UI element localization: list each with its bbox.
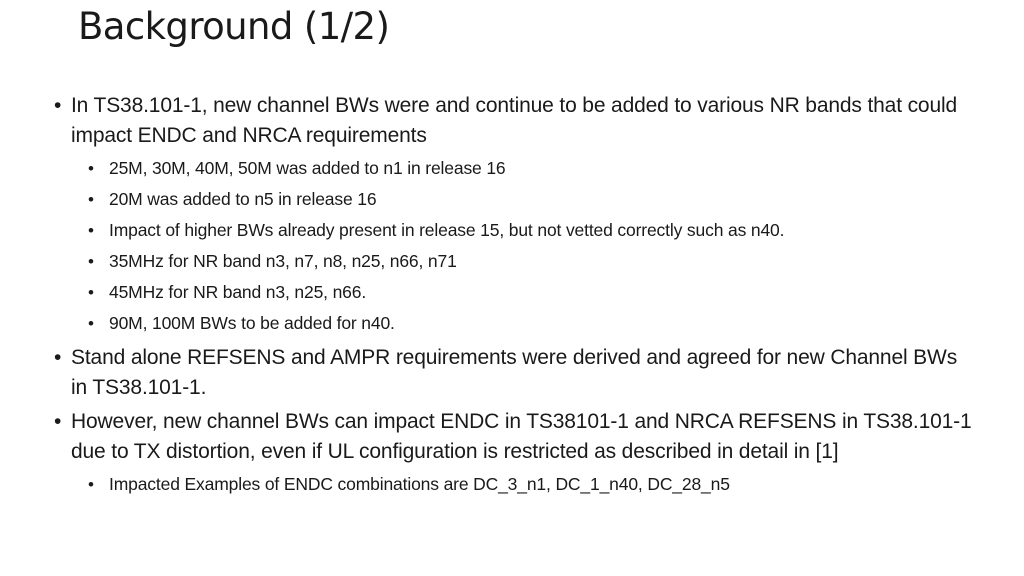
- sub-bullet-list: 25M, 30M, 40M, 50M was added to n1 in re…: [71, 153, 974, 339]
- bullet-item: However, new channel BWs can impact ENDC…: [54, 407, 974, 500]
- bullet-list: In TS38.101-1, new channel BWs were and …: [54, 91, 974, 500]
- bullet-text: Stand alone REFSENS and AMPR requirement…: [71, 346, 958, 399]
- bullet-item: In TS38.101-1, new channel BWs were and …: [54, 91, 974, 339]
- bullet-text: However, new channel BWs can impact ENDC…: [71, 410, 972, 463]
- slide-body: In TS38.101-1, new channel BWs were and …: [54, 91, 974, 504]
- sub-bullet-item: 35MHz for NR band n3, n7, n8, n25, n66, …: [88, 246, 974, 277]
- sub-bullet-item: 20M was added to n5 in release 16: [88, 184, 974, 215]
- sub-bullet-item: Impacted Examples of ENDC combinations a…: [88, 469, 974, 500]
- bullet-item: Stand alone REFSENS and AMPR requirement…: [54, 343, 974, 403]
- slide-title: Background (1/2): [78, 5, 390, 48]
- bullet-text: In TS38.101-1, new channel BWs were and …: [71, 94, 958, 147]
- sub-bullet-list: Impacted Examples of ENDC combinations a…: [71, 469, 974, 500]
- sub-bullet-item: 90M, 100M BWs to be added for n40.: [88, 308, 974, 339]
- sub-bullet-item: Impact of higher BWs already present in …: [88, 215, 974, 246]
- sub-bullet-item: 25M, 30M, 40M, 50M was added to n1 in re…: [88, 153, 974, 184]
- sub-bullet-item: 45MHz for NR band n3, n25, n66.: [88, 277, 974, 308]
